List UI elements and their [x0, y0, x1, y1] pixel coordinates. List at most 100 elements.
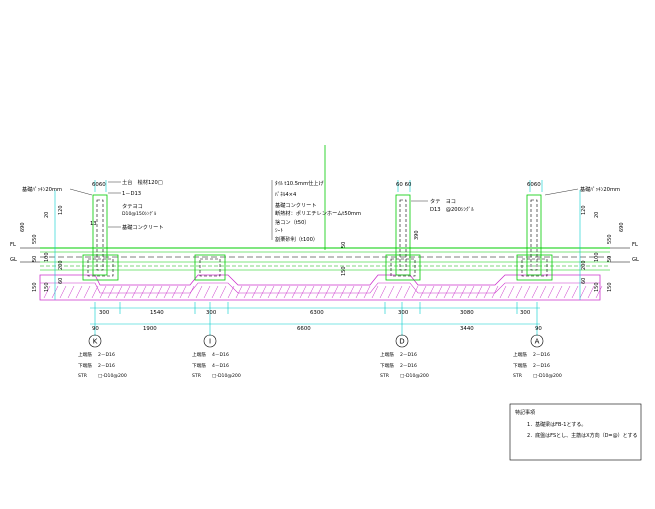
gravel-hatch [99, 285, 107, 299]
rebar-top-k: 2－D16 [98, 352, 115, 358]
gravel-hatch [579, 285, 587, 299]
notes-item-1: 1．基礎梁はFB-1とする。 [527, 421, 586, 428]
left-dim-6: 150 [44, 282, 50, 292]
gravel-hatch [307, 285, 315, 299]
right-dim-5: 60 [581, 278, 587, 284]
gravel-hatch [419, 285, 427, 299]
gravel-hatch [283, 285, 291, 299]
row1-dim-5: 3080 [460, 310, 474, 316]
callout-sill: 土台 桧材120□ [122, 178, 163, 186]
left-dim-9: 120 [58, 205, 64, 215]
gravel-hatch [411, 285, 419, 299]
gravel-hatch [139, 285, 147, 299]
gravel-hatch [75, 285, 83, 299]
gravel-hatch [251, 285, 259, 299]
mid-dims: 390 50 150 [341, 230, 420, 276]
top-width-k: 6060 [92, 182, 106, 188]
row2-dim-3: 3440 [460, 326, 474, 332]
gravel-hatch [299, 285, 307, 299]
callouts: 基礎ﾊﾟｯｷﾝ20mm 基礎ﾊﾟｯｷﾝ20mm 土台 桧材120□ 1－D13 … [22, 178, 620, 231]
rebar-str-i: □-D10@200 [212, 373, 241, 379]
rebar-str-a: □-D10@200 [533, 373, 562, 379]
right-dim-8: 20 [594, 212, 600, 218]
callout-d13: 1－D13 [122, 191, 141, 197]
gravel-hatch [179, 285, 187, 299]
gl-label-left: GL [10, 257, 17, 263]
row2-dim-2: 6600 [297, 326, 311, 332]
grid-bubble-k: K [93, 338, 98, 346]
rebar-top-label-k: 上端筋 [78, 351, 92, 358]
gravel-hatch [275, 285, 283, 299]
gravel-hatch [123, 285, 131, 299]
top-width-d: 60 60 [396, 182, 412, 188]
gravel-hatch [67, 285, 75, 299]
row1-dim-0: 300 [99, 310, 110, 316]
rebar-lines [87, 199, 548, 277]
gravel-hatch [515, 285, 523, 299]
dimension-lines [54, 180, 581, 336]
gravel-hatch [563, 285, 571, 299]
left-dim-2: 50 [32, 256, 38, 262]
layer-1: ﾊﾟﾈﾙ4×4 [275, 190, 297, 198]
rebar-bottom-a: 2－D16 [533, 363, 550, 369]
gravel-hatch [531, 285, 539, 299]
gravel-hatch [475, 285, 483, 299]
mid-dim-1: 50 [341, 242, 347, 248]
gravel-hatch [523, 285, 531, 299]
rebar-bottom-i: 4－D16 [212, 363, 229, 369]
rebar-str-label-k: STR [78, 373, 88, 379]
gravel-hatch [403, 285, 411, 299]
gravel-hatch [467, 285, 475, 299]
level-marks: FL GL FL GL [10, 242, 639, 263]
rebar-top-label-i: 上端筋 [192, 351, 206, 358]
right-dim-7: 200 [581, 260, 587, 270]
gravel-hatch [571, 285, 579, 299]
rebar-bottom-label-d: 下端筋 [380, 362, 394, 369]
row1-dim-2: 300 [206, 310, 217, 316]
right-dim-9: 120 [581, 205, 587, 215]
grid-bubbles: K I D A [88, 334, 544, 348]
span-dims-row2: 90 1900 6600 3440 90 [92, 326, 542, 332]
gravel-hatch [211, 285, 219, 299]
callout-d13-right: D13 @200ｼﾝｸﾞﾙ [430, 206, 474, 213]
right-dim-6: 150 [607, 282, 613, 292]
rebar-str-k: □-D10@200 [98, 373, 127, 379]
left-dim-7: 200 [58, 260, 64, 270]
gravel-hatch [379, 285, 387, 299]
fl-label-right: FL [632, 242, 638, 248]
row2-dim-4: 90 [535, 326, 542, 332]
row1-dim-1: 1540 [150, 310, 164, 316]
grid-bubble-i: I [209, 338, 211, 346]
rebar-bottom-d: 2－D16 [400, 363, 417, 369]
gravel-hatch [323, 285, 331, 299]
mid-dim-2: 150 [341, 266, 347, 276]
rebar-top-label-a: 上端筋 [513, 351, 527, 358]
gravel-hatch [539, 285, 547, 299]
gravel-hatch [83, 285, 91, 299]
row1-dim-3: 6300 [310, 310, 324, 316]
gravel-hatch [171, 285, 179, 299]
gravel-hatch [443, 285, 451, 299]
gravel-hatch [459, 285, 467, 299]
notes-title: 特記事項 [515, 409, 535, 416]
left-dim-3: 100 [44, 252, 50, 262]
gravel-hatch [259, 285, 267, 299]
gravel-hatch [331, 285, 339, 299]
gravel-hatch [339, 285, 347, 299]
gl-label-right: GL [632, 257, 639, 263]
gravel-hatch [59, 285, 67, 299]
gravel-hatch [203, 285, 211, 299]
gravel-hatch [227, 285, 235, 299]
gravel-hatch [387, 285, 395, 299]
rebar-str-label-d: STR [380, 373, 390, 379]
fl-label-left: FL [10, 242, 16, 248]
row2-dim-0: 90 [92, 326, 99, 332]
left-dim-8: 20 [44, 212, 50, 218]
callout-right-haunch: 基礎ﾊﾟｯｷﾝ20mm [580, 185, 620, 193]
layer-6: 割栗砂利（t100） [275, 235, 318, 243]
mid-dim-0: 390 [414, 230, 420, 240]
gravel-hatch [43, 285, 51, 299]
gravel-hatch [483, 285, 491, 299]
rebar-top-i: 4－D16 [212, 352, 229, 358]
